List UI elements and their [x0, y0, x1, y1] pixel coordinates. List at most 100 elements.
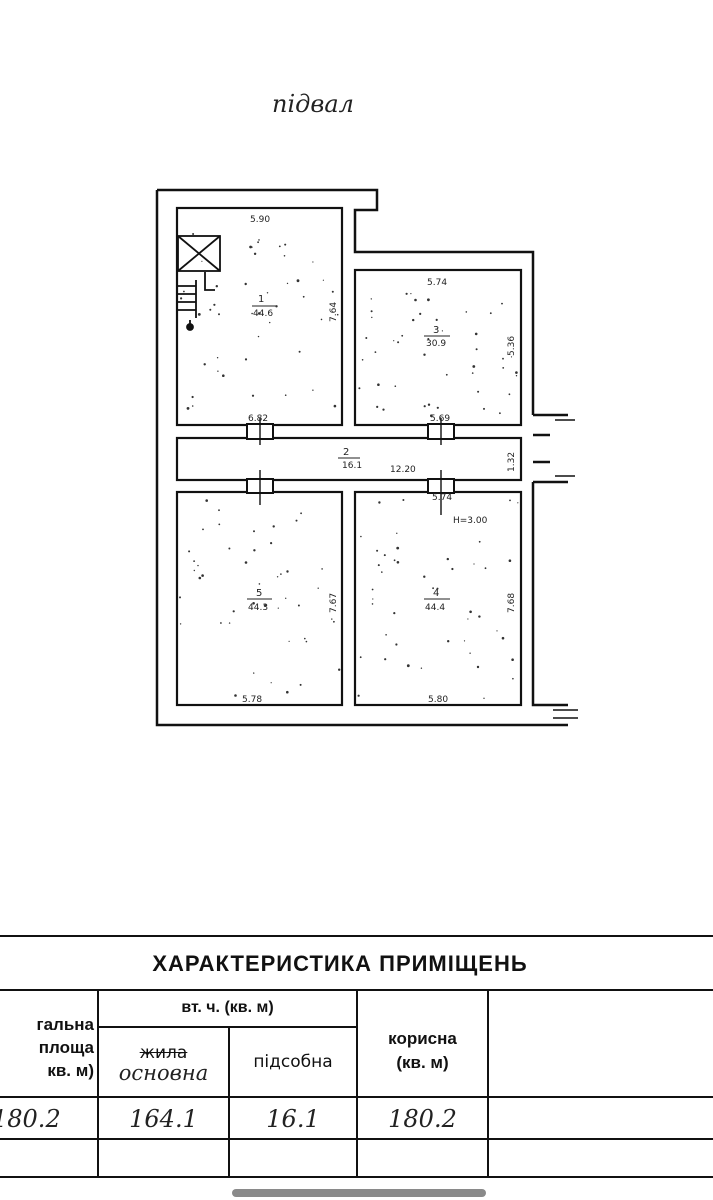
scan-speck — [396, 532, 398, 534]
scan-speck — [393, 612, 396, 615]
scan-speck — [483, 697, 485, 699]
scan-speck — [252, 602, 255, 605]
scan-speck — [376, 549, 379, 552]
scan-speck — [515, 375, 518, 377]
scan-speck — [305, 640, 308, 643]
scan-speck — [376, 405, 379, 408]
scan-speck — [475, 348, 478, 351]
scan-speck — [276, 576, 279, 578]
dim-5-74: 5.74 — [432, 493, 452, 503]
col-group-label: вт. ч. (кв. м) — [181, 999, 274, 1016]
scan-speck — [365, 337, 368, 339]
col-total-area-label: гальна площа кв. м) — [0, 1013, 94, 1082]
scan-speck — [372, 598, 374, 600]
room-2-outline — [175, 436, 523, 482]
scan-speck — [382, 408, 385, 411]
scan-speck — [394, 385, 397, 388]
scan-speck — [465, 311, 468, 313]
scan-speck — [205, 499, 208, 502]
scan-speck — [253, 530, 255, 533]
scan-speck — [188, 550, 191, 553]
scan-speck — [451, 567, 454, 571]
scan-speck — [197, 313, 201, 316]
scan-speck — [244, 358, 248, 361]
scan-speck — [180, 297, 183, 300]
scan-speck — [270, 682, 272, 684]
scan-speck — [253, 672, 255, 674]
scan-speck — [283, 255, 286, 257]
scan-speck — [251, 312, 253, 315]
scan-speck — [371, 603, 374, 605]
scan-speck — [476, 665, 480, 669]
scan-speck — [278, 245, 281, 248]
scan-speck — [298, 350, 301, 353]
home-indicator[interactable] — [232, 1189, 486, 1197]
scan-speck — [217, 370, 219, 372]
scan-speck — [469, 610, 472, 614]
col-useful-line-2: (кв. м) — [396, 1053, 449, 1072]
scan-speck — [263, 604, 267, 607]
table-title: ХАРАКТЕРИСТИКА ПРИМІЩЕНЬ — [152, 951, 528, 976]
scan-speck — [244, 561, 248, 564]
scan-speck — [463, 640, 466, 642]
scan-speck — [359, 656, 362, 659]
scan-speck — [489, 312, 492, 315]
scan-speck — [275, 305, 278, 308]
room-2-area: 16.1 — [342, 461, 362, 471]
scan-speck — [258, 312, 261, 315]
scan-speck — [253, 252, 257, 255]
scan-speck — [213, 303, 216, 306]
scan-speck — [179, 596, 181, 599]
scan-speck — [266, 292, 269, 294]
scan-speck — [419, 312, 422, 315]
scan-speck — [296, 279, 300, 283]
col-total-line-2: площа — [38, 1038, 94, 1057]
scan-speck — [371, 316, 373, 319]
stairs-icon — [177, 235, 221, 331]
scan-speck — [484, 567, 487, 570]
scan-speck — [402, 499, 405, 501]
scan-speck — [393, 559, 396, 562]
scan-speck — [277, 607, 279, 609]
scan-speck — [478, 540, 481, 543]
scan-speck — [378, 501, 381, 504]
scan-speck — [300, 512, 302, 515]
scan-speck — [272, 525, 275, 528]
room-2-length: 1.32 — [507, 452, 517, 472]
scan-speck — [358, 387, 361, 390]
scan-speck — [395, 643, 398, 646]
scan-speck — [469, 652, 471, 654]
scan-speck — [471, 372, 474, 374]
scan-speck — [446, 557, 449, 561]
scan-speck — [331, 290, 334, 293]
scan-speck — [333, 620, 335, 623]
scan-speck — [285, 597, 287, 599]
scan-speck — [288, 640, 290, 643]
floor-title: підвал — [272, 90, 354, 118]
scan-speck — [333, 404, 337, 408]
scan-speck — [191, 405, 194, 407]
scan-speck — [509, 499, 511, 502]
scan-speck — [474, 332, 478, 336]
scan-speck — [436, 587, 439, 590]
scan-speck — [502, 367, 505, 369]
col-living-handwritten: основна — [118, 1061, 209, 1085]
scan-speck — [203, 363, 206, 366]
scan-speck — [284, 394, 287, 397]
scan-speck — [257, 335, 260, 338]
scan-speck — [510, 356, 513, 358]
room-3-width: 5.74 — [427, 278, 447, 288]
scan-speck — [220, 622, 222, 624]
scan-speck — [385, 634, 387, 636]
scan-speck — [299, 683, 302, 686]
scan-speck — [472, 365, 476, 368]
scan-speck — [193, 569, 195, 572]
scan-speck — [414, 298, 417, 302]
scan-speck — [186, 407, 190, 410]
scan-speck — [515, 371, 518, 374]
scan-speck — [297, 604, 300, 607]
scan-speck — [371, 588, 374, 591]
scan-speck — [360, 535, 362, 538]
value-useful-area: 180.2 — [388, 1105, 457, 1133]
scan-speck — [218, 313, 220, 316]
